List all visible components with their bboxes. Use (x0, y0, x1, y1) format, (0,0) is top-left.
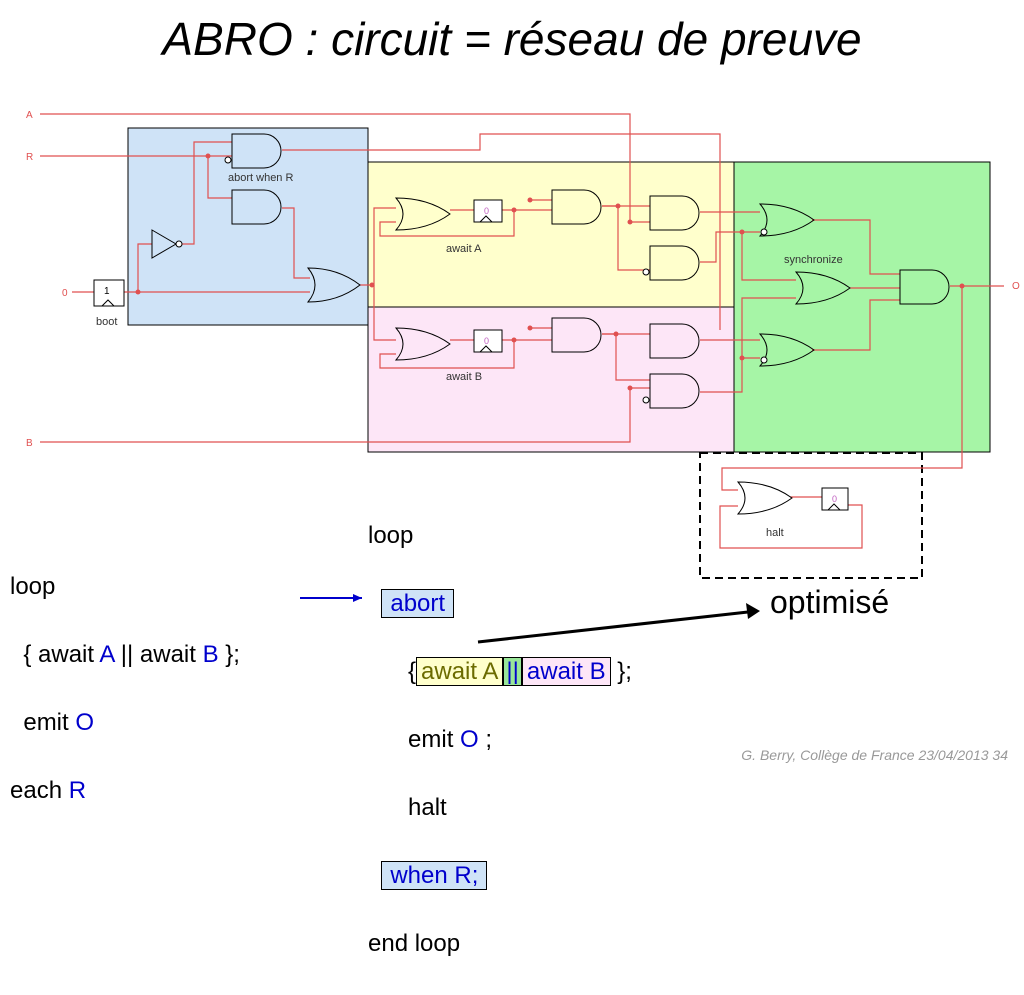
output-o-label: O (1012, 281, 1020, 292)
halt-region (699, 452, 923, 579)
left-code-line-2: { await A || await B }; (23, 641, 240, 668)
and-gate-a-2 (649, 195, 700, 231)
register-await-b (473, 329, 503, 353)
right-code-par: {await A||await B }; (408, 657, 632, 686)
left-code-line-1: loop (10, 573, 56, 600)
label-synchronize: synchronize (784, 254, 843, 266)
abort-region (127, 127, 369, 326)
sync-region (733, 161, 991, 453)
footer-author: G. Berry, Collège de France (741, 747, 915, 763)
register-halt-value: 0 (832, 494, 837, 504)
and-gate-abort-2 (231, 189, 282, 225)
right-code-halt: halt (408, 794, 447, 821)
and-gate-b-1 (551, 317, 602, 353)
await-a-region (367, 161, 737, 308)
right-code-loop: loop (368, 522, 414, 549)
circuit-diagram: A R 0 B O (26, 110, 1020, 644)
or-gate-sync-2 (794, 271, 851, 305)
footer-page: 34 (992, 747, 1008, 763)
register-await-a-value: 0 (484, 206, 489, 216)
left-code-block: loop { await A || await B }; emit O each… (10, 536, 240, 842)
footer-date: 23/04/2013 (918, 747, 989, 763)
and-gate-abort-1 (231, 133, 282, 169)
and-gate-b-3 (649, 373, 700, 409)
right-code-abort: abort (368, 587, 632, 621)
right-code-block: loop abort {await A||await B }; emit O ;… (368, 485, 632, 995)
inverter-gate (151, 229, 177, 259)
register-await-a (473, 199, 503, 223)
and-gate-output (899, 269, 950, 305)
slide-title: ABRO : circuit = réseau de preuve (162, 13, 862, 65)
or-gate-halt (736, 481, 793, 515)
left-code-line-3: emit O (23, 709, 95, 736)
input-r-label: R (26, 152, 33, 163)
slide-footer: G. Berry, Collège de France 23/04/2013 3… (741, 747, 1008, 763)
register-boot-value: 1 (104, 286, 110, 297)
register-halt (821, 487, 849, 511)
or-gate-abort (306, 267, 361, 303)
label-halt: halt (766, 527, 784, 539)
label-boot: boot (96, 316, 117, 328)
wires (40, 113, 1004, 549)
register-await-b-value: 0 (484, 336, 489, 346)
and-gate-a-1 (551, 189, 602, 225)
label-abort: abort when R (228, 172, 293, 184)
right-code-end: end loop (368, 930, 461, 957)
and-gate-b-2 (649, 323, 700, 359)
or-gate-sync-3 (758, 333, 815, 367)
and-gate-a-3 (649, 245, 700, 281)
input-a-label: A (26, 110, 33, 121)
or-gate-await-a (394, 197, 451, 231)
input-b-label: B (26, 438, 33, 449)
or-gate-sync-1 (758, 203, 815, 237)
black-arrow (477, 610, 749, 644)
label-await-a: await A (446, 243, 482, 255)
right-code-emit: emit O ; (408, 726, 493, 753)
input-zero-label: 0 (62, 288, 68, 299)
left-code-line-4: each R (10, 777, 87, 804)
right-code-when: when R; (368, 859, 632, 893)
register-boot (93, 279, 125, 307)
optimized-label: optimisé (770, 584, 890, 620)
or-gate-await-b (394, 327, 451, 361)
label-await-b: await B (446, 371, 482, 383)
